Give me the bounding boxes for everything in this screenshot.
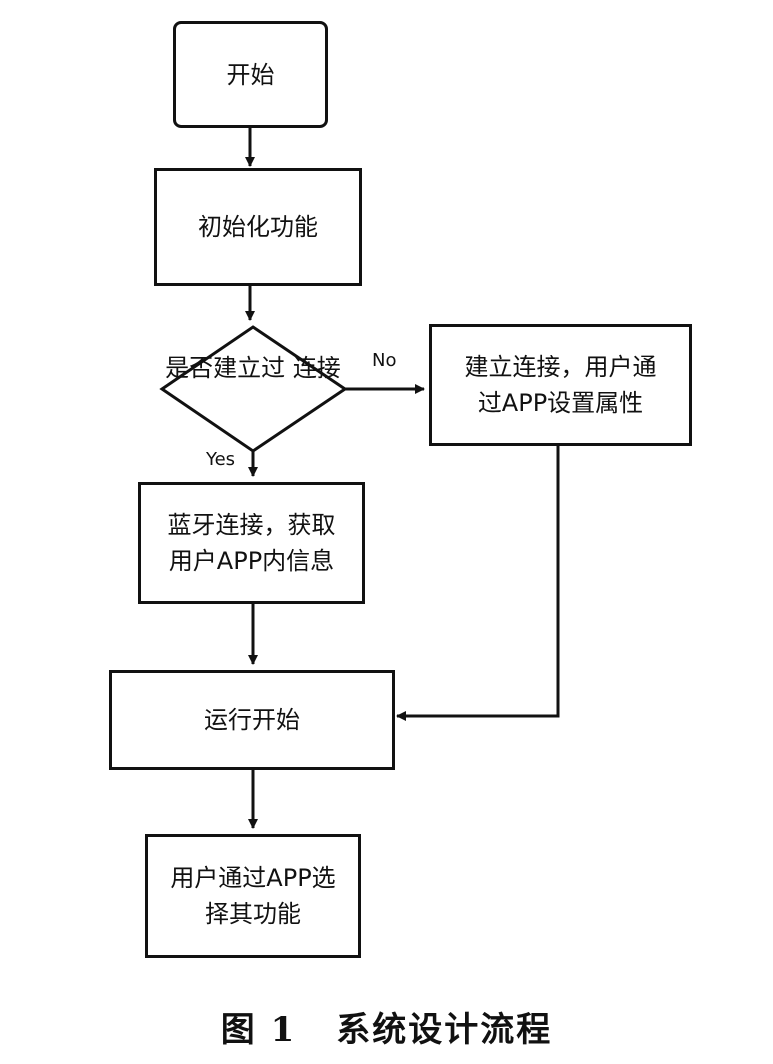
select-function-line-2: 择其功能 — [205, 900, 301, 928]
decision-diamond — [159, 325, 348, 453]
decision-line-1: 是否建立过 — [165, 354, 286, 382]
no-edge-label: No — [372, 350, 397, 371]
init-node: 初始化功能 — [154, 168, 362, 286]
connect-app-node: 建立连接，用户通 过APP设置属性 — [429, 324, 692, 446]
init-node-label: 初始化功能 — [198, 213, 318, 241]
figure-title: 系统设计流程 — [336, 1010, 553, 1050]
select-function-line-1: 用户通过APP选 — [170, 864, 336, 892]
figure-caption: 图 1 系统设计流程 — [0, 1002, 773, 1051]
connect-app-line-1: 建立连接，用户通 — [464, 353, 657, 381]
select-function-node: 用户通过APP选 择其功能 — [145, 834, 361, 958]
connect-app-line-2: 过APP设置属性 — [477, 389, 644, 417]
run-start-label: 运行开始 — [204, 706, 300, 734]
arrow-connect-app-to-run — [396, 446, 560, 721]
bluetooth-node: 蓝牙连接，获取 用户APP内信息 — [138, 482, 365, 604]
yes-edge-label: Yes — [206, 449, 236, 470]
decision-node-text: 是否建立过 连接 — [162, 350, 344, 386]
start-node: 开始 — [173, 21, 328, 128]
start-node-label: 开始 — [226, 60, 275, 89]
decision-line-2: 连接 — [292, 354, 341, 382]
bluetooth-line-1: 蓝牙连接，获取 — [167, 511, 336, 539]
bluetooth-line-2: 用户APP内信息 — [168, 547, 335, 575]
run-start-node: 运行开始 — [109, 670, 395, 770]
figure-number: 图 1 — [220, 1010, 297, 1050]
